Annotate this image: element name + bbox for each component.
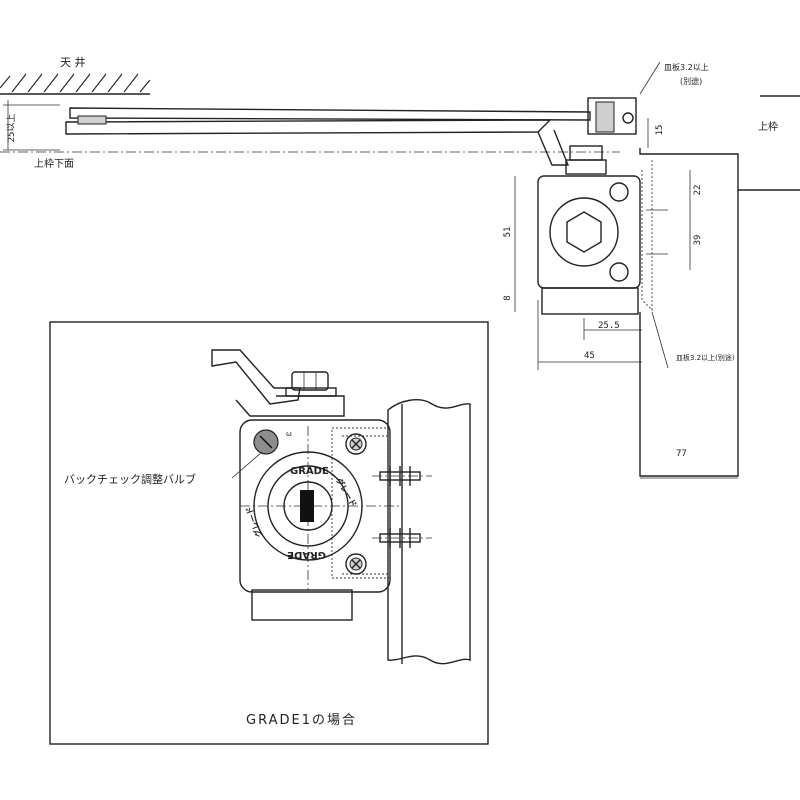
dim-22-label: 22 — [693, 185, 703, 196]
note-side: 皿板3.2以上(別途) — [676, 353, 735, 362]
top-view: 天 井 25以上 上枠下面 皿板3.2以上 (別途) 上枠 15 — [0, 55, 800, 479]
dim-15-label: 15 — [655, 125, 665, 136]
ceiling-label: 天 井 — [60, 55, 86, 69]
top-frame-label: 上枠 — [758, 120, 778, 133]
dim-25-5-label: 25.5 — [598, 321, 620, 331]
adjust-slot — [300, 490, 314, 522]
dim-51-label: 51 — [503, 227, 513, 238]
detail-caption: GRADE1の場合 — [246, 713, 357, 728]
dim-39-label: 39 — [693, 235, 703, 246]
back-check-valve — [253, 429, 279, 455]
detail-frame — [49, 321, 489, 745]
screw-bottom — [345, 553, 367, 575]
grade-ring-a: GRADE — [290, 466, 329, 477]
dim-77-label: 77 — [676, 449, 687, 459]
closer-body — [537, 145, 641, 315]
mounting-bolts — [372, 466, 432, 548]
back-check-label: バックチェック調整バルブ — [64, 472, 196, 486]
grade-ring-c: GRADE — [287, 549, 326, 560]
dim-45-label: 45 — [584, 351, 595, 361]
marker-omega: ω — [286, 430, 292, 438]
dim-25-label: 25以上 — [6, 114, 17, 143]
screw-top — [345, 433, 367, 455]
ceiling-hatch — [0, 73, 151, 95]
detail-view: ω バックチェック調整バルブ GRADE グレード GRADE グレード GRA… — [49, 321, 489, 745]
closer-arm — [65, 97, 637, 166]
lower-face-label: 上枠下面 — [34, 157, 74, 170]
note-top-b: (別途) — [680, 76, 702, 86]
dim-8-label: 8 — [503, 295, 513, 300]
grade-ring-d: グレード — [244, 505, 264, 538]
note-top-a: 皿板3.2以上 — [664, 62, 709, 72]
